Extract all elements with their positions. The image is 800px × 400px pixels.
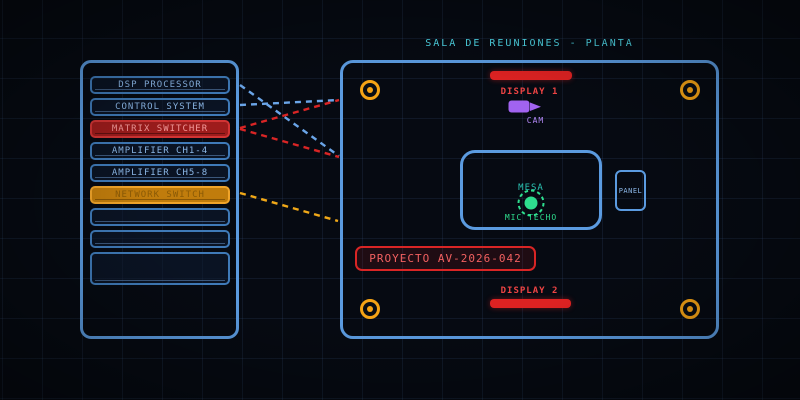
rack-slot-amplifier-ch5-8[interactable]: AMPLIFIER CH5-8: [90, 164, 230, 182]
rack-slot-amplifier-ch1-4[interactable]: AMPLIFIER CH1-4: [90, 142, 230, 160]
meeting-table[interactable]: MESA MIC TECHO: [460, 150, 602, 230]
wall-panel[interactable]: PANEL: [615, 170, 646, 211]
equipment-rack[interactable]: DSP PROCESSOR CONTROL SYSTEM MATRIX SWIT…: [80, 60, 239, 339]
project-badge[interactable]: PROYECTO AV-2026-042: [355, 246, 536, 271]
room-outline[interactable]: DISPLAY 1 CAM MESA MIC TECHO PANEL PROYE…: [340, 60, 719, 339]
rack-slot-empty-large[interactable]: [90, 252, 230, 285]
corner-screw-icon: [360, 80, 380, 100]
corner-screw-icon: [680, 299, 700, 319]
display2-bar[interactable]: [490, 299, 571, 308]
rack-slot-empty-2[interactable]: [90, 230, 230, 248]
camera-icon[interactable]: [508, 99, 544, 119]
connection-network-switch-to-room-left-wall: [239, 191, 339, 223]
connection-control-system-to-room-left-wall: [239, 98, 340, 107]
rack-slot-matrix-switcher[interactable]: MATRIX SWITCHER: [90, 120, 230, 138]
ceiling-mic-label: MIC TECHO: [504, 213, 558, 222]
connection-matrix-switcher-to-room-left-wall: [239, 127, 340, 159]
connection-matrix-switcher-to-room-left-wall: [239, 98, 340, 130]
corner-screw-icon: [680, 80, 700, 100]
display2-label: DISPLAY 2: [500, 286, 559, 296]
rack-slot-control-system[interactable]: CONTROL SYSTEM: [90, 98, 230, 116]
rack-slot-dsp-processor[interactable]: DSP PROCESSOR: [90, 76, 230, 94]
rack-slot-network-switch[interactable]: NETWORK SWITCH: [90, 186, 230, 204]
rack-slot-empty-1[interactable]: [90, 208, 230, 226]
display1-bar[interactable]: [490, 71, 572, 80]
display1-label: DISPLAY 1: [500, 87, 559, 97]
room-title: SALA DE REUNIONES - PLANTA: [425, 38, 634, 49]
connection-dsp-processor-to-room-left-wall: [239, 84, 340, 157]
table-label: MESA: [518, 183, 544, 193]
ceiling-mic-icon[interactable]: [514, 186, 548, 224]
corner-screw-icon: [360, 299, 380, 319]
camera-label: CAM: [526, 116, 545, 125]
